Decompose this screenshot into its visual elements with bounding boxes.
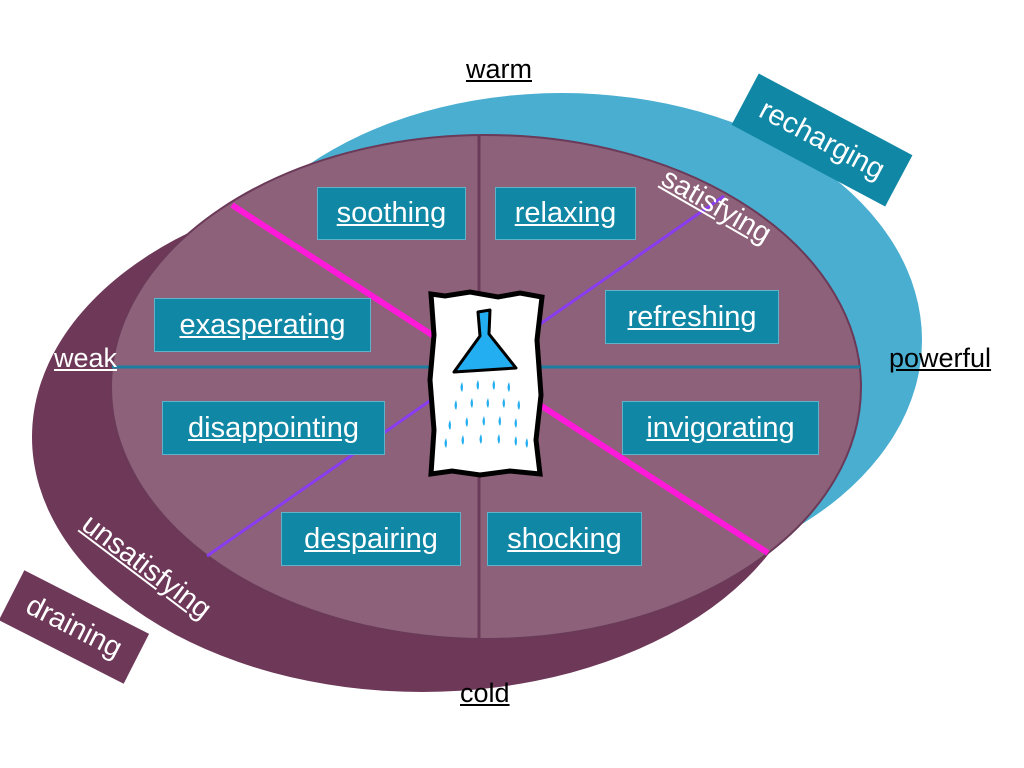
axis-label-powerful: powerful <box>889 343 992 373</box>
sector-despairing: despairing <box>281 512 461 566</box>
shower-card <box>427 289 545 478</box>
sector-exasperating: exasperating <box>154 298 371 352</box>
sector-refreshing: refreshing <box>605 290 779 344</box>
sector-disappointing: disappointing <box>162 401 385 455</box>
sector-label: disappointing <box>188 411 359 444</box>
sector-label: relaxing <box>514 197 617 229</box>
sector-label: shocking <box>507 522 622 555</box>
sector-soothing: soothing <box>317 187 466 240</box>
shower-head-icon <box>444 308 528 448</box>
sector-label: invigorating <box>646 411 795 444</box>
sector-label: soothing <box>336 197 447 229</box>
sector-invigorating: invigorating <box>622 401 819 455</box>
sector-label: exasperating <box>179 308 346 341</box>
sector-shocking: shocking <box>487 512 642 566</box>
axis-label-cold: cold <box>460 678 510 708</box>
sector-label: despairing <box>304 522 438 555</box>
axis-label-warm: warm <box>466 54 532 84</box>
sector-label: refreshing <box>627 300 757 333</box>
sector-relaxing: relaxing <box>495 187 636 240</box>
axis-label-weak: weak <box>54 343 118 373</box>
